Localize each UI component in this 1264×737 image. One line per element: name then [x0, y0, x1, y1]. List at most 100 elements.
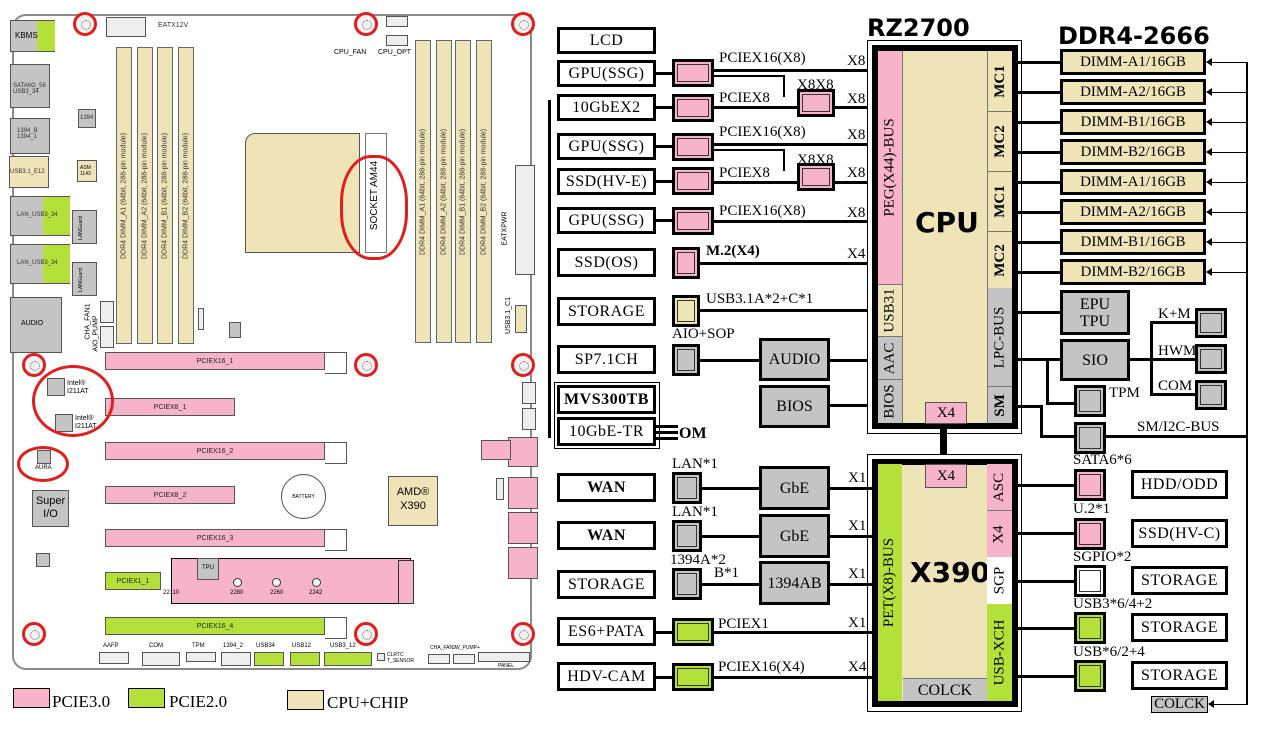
connector-line [656, 72, 672, 75]
dimm-b2-2: DIMM-B2/16GB [1060, 259, 1206, 285]
connector-line [700, 309, 874, 312]
device-mvs300tb: MVS300TB [557, 385, 656, 414]
w-pump-header [453, 654, 475, 664]
io-lan-usb-1: LAN_USB3_34 [10, 196, 70, 236]
intel-annotation-circle [32, 365, 114, 437]
lane-label: X8 [847, 53, 866, 69]
usb31-port [672, 295, 700, 327]
device-storage-2: STORAGE [557, 570, 656, 599]
amd-x390-chip: AMD® X390 [388, 476, 438, 526]
usb34-label: USB34 [256, 643, 276, 649]
sio-port-label-com: COM [1158, 378, 1193, 394]
dimm-slot-b1: DDR4 DIMM_B1 (64bit, 288-pin module) [157, 47, 173, 344]
legend-label-pcie3: PCIE3.0 [52, 692, 111, 711]
io-usb31: USB3.1_E12 [9, 156, 49, 188]
mount-hole [354, 353, 378, 377]
arrow-icon [1206, 88, 1212, 96]
dimm-a2-1: DIMM-A2/16GB [1060, 79, 1206, 105]
connector-line [714, 69, 874, 72]
connector-line [1106, 435, 1246, 438]
eatx12v-label: EATX12V [158, 22, 189, 29]
usb12-label: USB12 [292, 643, 312, 649]
sata-port-56 [508, 477, 538, 509]
usb34-header [254, 652, 284, 666]
pciex1-label: PCIEX1 [718, 616, 769, 632]
device-10gbe-tr: 10GbE-TR [557, 417, 656, 446]
mount-hole [73, 12, 97, 36]
connector-line [1018, 484, 1074, 487]
clock-line [1214, 704, 1248, 705]
m2-socket3-connector [508, 437, 538, 467]
m2-size-2242: 2242 [309, 590, 323, 596]
device-gpu-2: GPU(SSG) [557, 133, 656, 160]
clock-line [1212, 152, 1246, 153]
connector-line [1018, 211, 1060, 214]
chip-languard-1: LANGuard [72, 210, 97, 244]
lane-label: X4 [848, 659, 867, 675]
gbe-hub-1: GbE [759, 466, 830, 510]
gbe-hub-2: GbE [759, 514, 830, 558]
link-label-2: PCIEX8 [719, 90, 770, 106]
connector-line [656, 437, 678, 440]
right-port-label-usb3: USB3*6/4+2 [1073, 596, 1153, 612]
km-port [1195, 308, 1227, 338]
aafp-label: AAFP [103, 643, 119, 649]
cha-fan1-label: CHA_FAN1 [84, 303, 92, 340]
connector-line [1150, 393, 1195, 396]
com-label: COM [149, 643, 163, 649]
dimm-b1-2: DIMM-B1/16GB [1060, 229, 1206, 255]
slot-clip [325, 617, 347, 639]
chip-languard-2: LANGuard [72, 262, 97, 296]
cpu-bios: BIOS [878, 379, 902, 423]
dimm-slot-right-a2: DDR4 DIMM_A2 (64bit, 288-pin module) [436, 40, 452, 343]
link-label-3: PCIEX16(X8) [719, 124, 806, 140]
legend-swatch-pcie2 [128, 688, 165, 708]
lane-label: X4 [847, 246, 866, 262]
link-label-usb31: USB3.1A*2+C*1 [706, 291, 814, 307]
dimm-slot-right-a1: DDR4 DIMM_A1 (64bit, 288-pin module) [415, 40, 431, 343]
audio-hub: AUDIO [759, 338, 830, 381]
clock-line [1212, 272, 1246, 273]
pcie-slot-x1-1: PCIEX1_1 [105, 572, 161, 590]
connector-line [714, 181, 798, 184]
chipset-sgp: SGP [987, 557, 1012, 604]
dimm-slot-right-b2: DDR4 DIMM_B2 (64bit, 288-pin module) [476, 40, 492, 343]
connector-line [656, 676, 672, 679]
legend-label-pcie2: PCIE2.0 [169, 692, 228, 711]
arrow-icon [1206, 58, 1212, 66]
arrow-icon [1206, 118, 1212, 126]
pcie-switch-1 [797, 89, 835, 117]
connector-line [1018, 675, 1074, 678]
usb3-12-header [324, 652, 372, 666]
aafp-header [99, 652, 129, 664]
connector-line [830, 535, 874, 538]
tpm-port [1074, 385, 1106, 417]
cha-fan2-header [428, 654, 450, 664]
arrow-icon [1206, 238, 1212, 246]
lane-label: X8 [847, 127, 866, 143]
dimm-slot-a1: DDR4 DIMM_A1 (64bit, 288-pin module) [116, 47, 132, 344]
clock-line [1212, 212, 1246, 213]
mount-hole [511, 622, 535, 646]
lane-label: X1 [848, 470, 867, 486]
device-ssd-hvc: SSD(HV-C) [1131, 519, 1228, 548]
cpu-x4-link: X4 [925, 402, 967, 424]
super-io-chip: Super I/O [32, 490, 69, 527]
right-port-label-sgpio: SGPIO*2 [1073, 549, 1132, 565]
connector-line [1018, 532, 1074, 535]
pcie-port-3 [672, 133, 714, 161]
lan-label-1: LAN*1 [672, 456, 718, 472]
cha-fan4-header [522, 408, 536, 430]
sata-port [1074, 469, 1106, 501]
dimm-a2-2: DIMM-A2/16GB [1060, 199, 1206, 225]
lane-label: X1 [848, 615, 867, 631]
m2-size-2280: 2280 [230, 590, 244, 596]
clock-line [1212, 242, 1246, 243]
device-wan-1: WAN [557, 473, 656, 502]
mount-hole [354, 12, 378, 36]
legend-label-cpu-chip: CPU+CHIP [327, 693, 409, 712]
usb-port [1074, 660, 1106, 692]
clock-line [1212, 122, 1246, 123]
link-label-1: PCIEX16(X8) [719, 50, 806, 66]
pcie-port-5 [672, 207, 714, 235]
